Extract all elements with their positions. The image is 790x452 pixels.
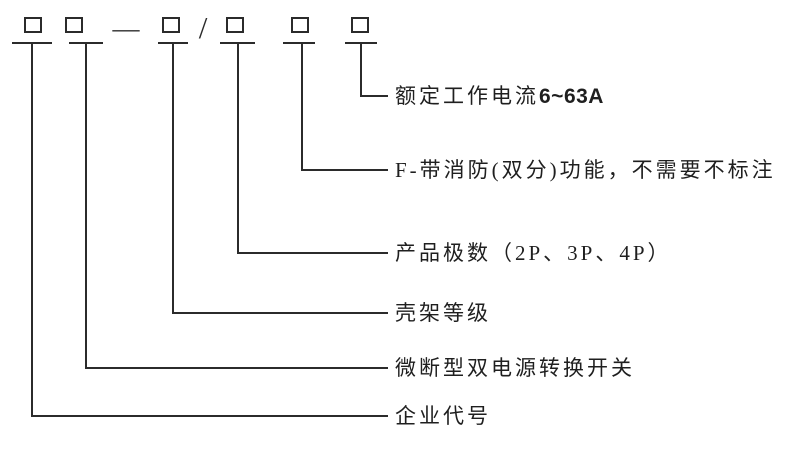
code-box-3: [162, 17, 180, 33]
code-box-1: [24, 17, 42, 33]
label-pole-number-text: 产品极数（2P、3P、4P）: [395, 241, 672, 265]
dash-separator: —: [112, 12, 140, 43]
label-rated-current-text: 额定工作电流: [395, 84, 539, 108]
code-box-5-tick: [283, 42, 315, 44]
label-frame-level: 壳架等级: [395, 300, 491, 326]
code-box-3-tick: [158, 42, 188, 44]
label-product-type-text: 微断型双电源转换开关: [395, 356, 635, 380]
label-frame-level-text: 壳架等级: [395, 301, 491, 325]
label-fire-function-text: F-带消防(双分)功能，不需要不标注: [395, 158, 776, 182]
code-box-2: [65, 17, 83, 33]
label-pole-number: 产品极数（2P、3P、4P）: [395, 240, 672, 266]
connector-hline-5: [301, 169, 388, 171]
connector-hline-3: [172, 312, 388, 314]
code-box-6-tick: [345, 42, 377, 44]
code-box-4: [226, 17, 244, 33]
connector-vline-4: [237, 44, 239, 254]
label-rated-current: 额定工作电流6~63A: [395, 83, 604, 110]
slash-separator: /: [198, 10, 208, 45]
code-box-1-tick: [12, 42, 52, 44]
connector-vline-6: [360, 44, 362, 97]
connector-vline-3: [172, 44, 174, 314]
code-box-6: [351, 17, 369, 33]
connector-vline-2: [85, 44, 87, 369]
connector-vline-5: [301, 44, 303, 171]
code-box-5: [291, 17, 309, 33]
label-product-type: 微断型双电源转换开关: [395, 355, 635, 381]
connector-hline-1: [31, 415, 388, 417]
label-company-code-text: 企业代号: [395, 404, 491, 428]
code-box-4-tick: [220, 42, 255, 44]
label-rated-current-value: 6~63A: [539, 85, 604, 108]
code-box-2-tick: [69, 42, 103, 44]
connector-hline-4: [237, 252, 388, 254]
connector-hline-2: [85, 367, 388, 369]
label-company-code: 企业代号: [395, 403, 491, 429]
label-fire-function: F-带消防(双分)功能，不需要不标注: [395, 157, 776, 183]
connector-vline-1: [31, 44, 33, 417]
connector-hline-6: [360, 95, 388, 97]
